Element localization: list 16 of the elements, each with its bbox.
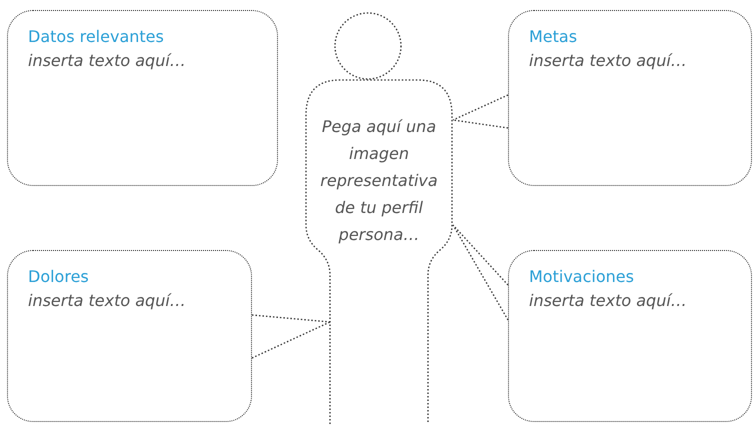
speech-bubble [7, 250, 252, 422]
section-heading: Dolores [28, 266, 89, 288]
section-heading: Motivaciones [529, 266, 634, 288]
section-heading: Datos relevantes [28, 26, 164, 48]
placeholder-text: inserta texto aquí… [28, 50, 186, 72]
placeholder-text: inserta texto aquí… [28, 290, 186, 312]
speech-bubble [7, 10, 278, 186]
placeholder-text: inserta texto aquí… [529, 50, 687, 72]
speech-bubble [508, 10, 752, 186]
callout-tail [251, 314, 331, 359]
callout-tail [452, 94, 509, 129]
placeholder-text: Pega aquí una imagen representativa de tu perfil persona… [319, 116, 439, 246]
speech-bubble [508, 250, 752, 422]
placeholder-text: inserta texto aquí… [529, 290, 687, 312]
callout-tail [452, 224, 509, 321]
section-heading: Metas [529, 26, 578, 48]
